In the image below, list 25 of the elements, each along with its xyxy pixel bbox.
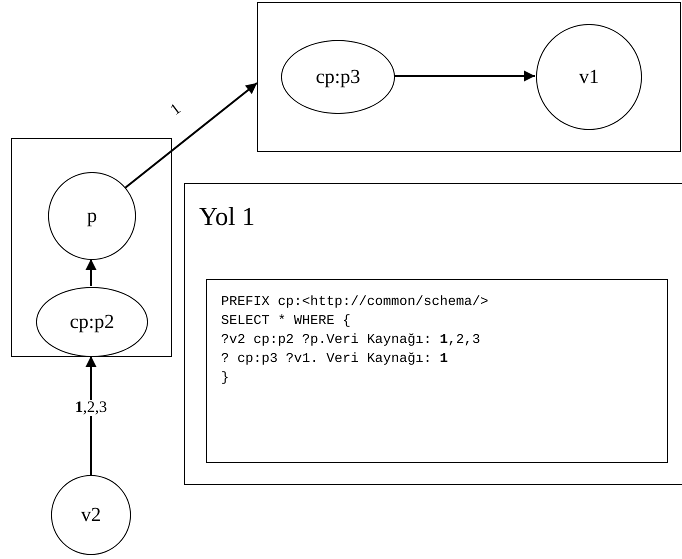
code-line: ?v2 cp:p2 ?p.Veri Kaynağı: 1,2,3 [221, 332, 480, 350]
ellipse-node [51, 475, 131, 555]
ellipse-node [536, 24, 642, 130]
node-label: v2 [81, 505, 101, 525]
edge-label: 1,2,3 [74, 400, 108, 416]
panel-frame [184, 183, 682, 485]
arrow [86, 259, 96, 286]
ellipse-node [281, 40, 395, 114]
arrow [124, 82, 258, 188]
code-line: ? cp:p3 ?v1. Veri Kaynağı: 1 [221, 351, 448, 369]
code-line: } [221, 370, 230, 388]
node-label: p [87, 206, 97, 226]
arrow [394, 70, 535, 82]
code-line: PREFIX cp:<http://common/schema/> [221, 294, 488, 312]
arrow [86, 356, 96, 475]
panel-title: Yol 1 [199, 204, 255, 230]
group-box [257, 2, 681, 152]
node-label: v1 [579, 67, 599, 87]
query-box [206, 279, 668, 463]
code-line: SELECT * WHERE { [221, 313, 351, 331]
node-label: cp:p2 [70, 312, 114, 332]
group-box [11, 138, 172, 357]
node-label: cp:p3 [316, 67, 360, 87]
ellipse-node [36, 287, 148, 357]
ellipse-node [48, 172, 136, 260]
